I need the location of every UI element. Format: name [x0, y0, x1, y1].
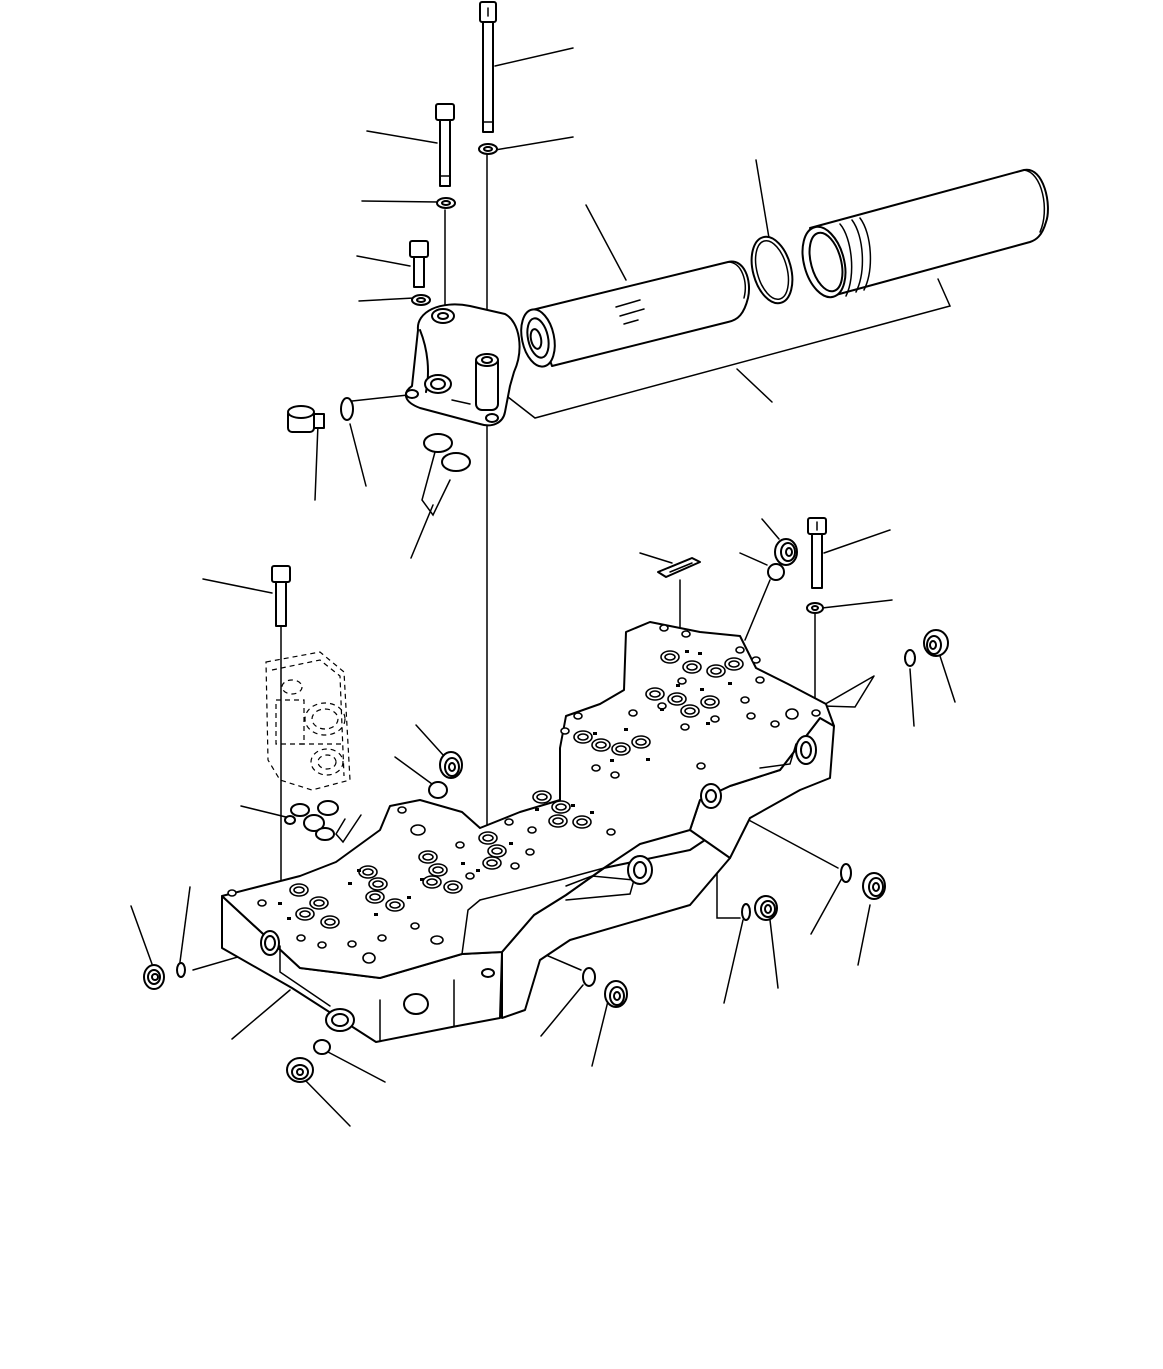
filter-element — [520, 260, 750, 368]
nameplate — [657, 557, 701, 578]
plug-top-right — [774, 538, 798, 566]
o-ring — [904, 649, 916, 667]
o-ring — [428, 781, 448, 799]
o-ring — [741, 903, 751, 921]
medium-bolt — [435, 103, 455, 187]
plug — [287, 405, 325, 433]
plug-left-end — [143, 964, 165, 990]
solenoid-valve — [265, 651, 351, 791]
o-ring — [340, 397, 354, 421]
o-ring — [750, 235, 794, 305]
o-ring — [840, 863, 852, 883]
filter-case — [801, 168, 1049, 299]
plug-center — [439, 751, 463, 779]
passage-marks — [278, 650, 732, 920]
o-ring-set — [284, 800, 339, 841]
gasket — [421, 433, 471, 517]
long-bolt — [479, 1, 497, 133]
plug-right-end — [923, 629, 949, 657]
valve-body — [221, 621, 835, 1043]
plug-front — [604, 980, 628, 1008]
valve-bolt — [271, 565, 291, 627]
plug-side — [754, 895, 778, 921]
cap-screw — [807, 517, 827, 589]
plug-bottom — [286, 1057, 314, 1083]
o-ring — [176, 962, 186, 978]
o-ring — [767, 563, 785, 581]
o-ring — [582, 967, 596, 987]
plug-right-side — [862, 872, 886, 900]
bolt-holes — [227, 624, 821, 964]
short-bolt — [409, 240, 429, 288]
port-holes — [289, 650, 744, 929]
o-ring — [313, 1039, 331, 1055]
filter-head — [404, 303, 521, 427]
